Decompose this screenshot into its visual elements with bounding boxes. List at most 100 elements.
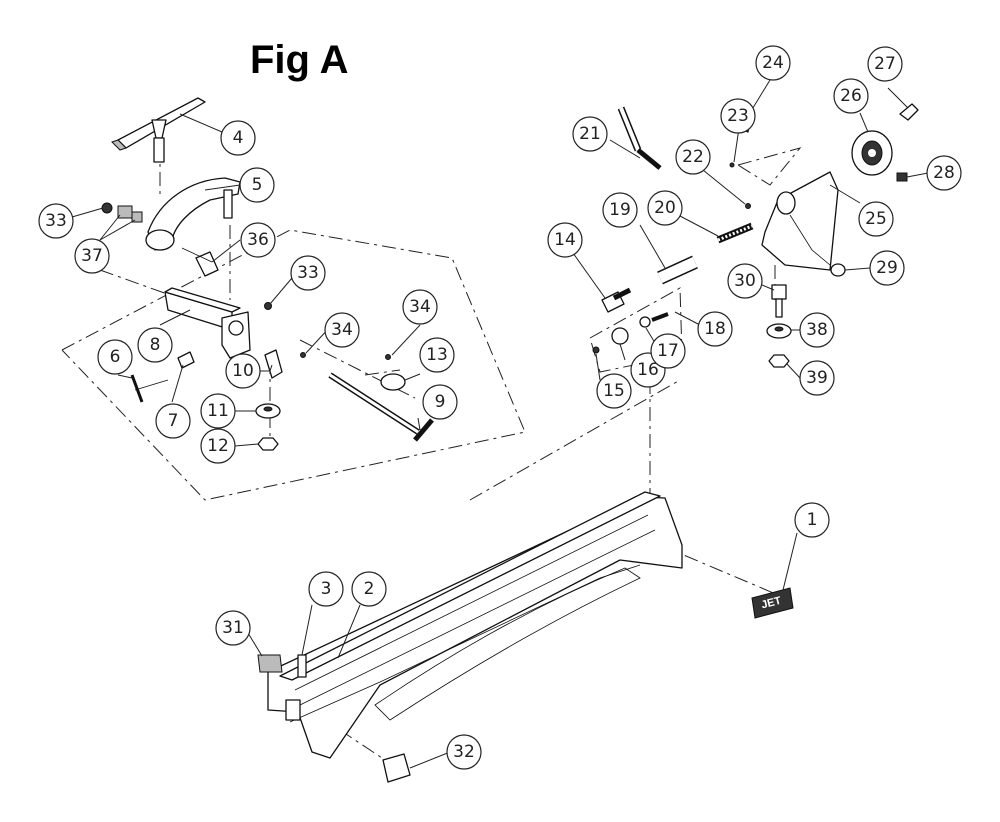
callout-23: 23 <box>720 98 756 134</box>
svg-text:31: 31 <box>222 618 244 638</box>
svg-text:12: 12 <box>207 436 229 456</box>
callout-bubbles: 1 2 3 4 5 6 7 8 9 10 11 12 13 14 15 16 1… <box>38 45 962 770</box>
svg-text:28: 28 <box>933 163 955 183</box>
svg-text:18: 18 <box>704 319 726 339</box>
svg-text:23: 23 <box>727 106 749 126</box>
callout-11: 11 <box>200 393 236 429</box>
part-29-ring <box>830 263 846 277</box>
callout-17: 17 <box>650 333 686 369</box>
jet-badge-text: JET <box>760 595 783 612</box>
part-23-ball <box>729 162 735 168</box>
part-14-live-center <box>601 287 632 313</box>
svg-text:37: 37 <box>81 246 103 266</box>
part-1-jet-badge: JET <box>751 587 794 619</box>
part-30-clamp-bolt <box>771 284 787 318</box>
svg-text:4: 4 <box>233 128 244 148</box>
svg-text:9: 9 <box>435 392 446 412</box>
callout-7: 7 <box>155 403 191 439</box>
svg-text:13: 13 <box>426 345 448 365</box>
svg-text:30: 30 <box>734 271 756 291</box>
svg-text:27: 27 <box>874 54 896 74</box>
svg-text:3: 3 <box>321 579 332 599</box>
callout-9: 9 <box>422 384 458 420</box>
part-15-point <box>592 346 600 354</box>
part-19-quill <box>657 255 698 285</box>
callout-6: 6 <box>97 339 133 375</box>
part-13-cam <box>380 373 406 391</box>
svg-text:22: 22 <box>682 147 704 167</box>
part-33-setscrew <box>264 302 272 310</box>
callout-22: 22 <box>675 139 711 175</box>
part-32-foot <box>382 753 411 783</box>
callout-29: 29 <box>869 250 905 286</box>
svg-text:24: 24 <box>762 53 784 73</box>
svg-text:38: 38 <box>806 320 828 340</box>
part-27-handle-screw <box>899 103 919 121</box>
callout-26: 26 <box>833 78 869 114</box>
part-11-washer <box>255 403 281 419</box>
callout-3: 3 <box>308 571 344 607</box>
svg-text:33: 33 <box>297 263 319 283</box>
svg-text:33: 33 <box>45 211 67 231</box>
callout-33-right: 33 <box>290 255 326 291</box>
figure-title: Fig A <box>250 38 349 82</box>
svg-text:2: 2 <box>364 579 375 599</box>
svg-text:1: 1 <box>807 510 818 530</box>
part-26-handwheel <box>851 130 893 176</box>
callout-14: 14 <box>547 222 583 258</box>
callout-36: 36 <box>240 222 276 258</box>
part-16-bearing <box>611 327 629 345</box>
svg-text:26: 26 <box>840 86 862 106</box>
callout-19: 19 <box>602 192 638 228</box>
callout-20: 20 <box>647 190 683 226</box>
callout-30: 30 <box>727 263 763 299</box>
svg-text:5: 5 <box>252 175 263 195</box>
lathe-bed <box>267 491 683 759</box>
svg-text:7: 7 <box>168 411 179 431</box>
callout-32: 32 <box>446 734 482 770</box>
part-12-nut <box>257 437 279 451</box>
part-6-lever <box>130 374 169 403</box>
callout-25: 25 <box>858 201 894 237</box>
callout-38: 38 <box>799 312 835 348</box>
svg-text:36: 36 <box>247 230 269 250</box>
svg-text:15: 15 <box>603 381 625 401</box>
svg-text:19: 19 <box>609 200 631 220</box>
svg-text:11: 11 <box>207 401 229 421</box>
callout-13: 13 <box>419 337 455 373</box>
svg-text:39: 39 <box>806 368 828 388</box>
callout-21: 21 <box>572 116 608 152</box>
svg-text:17: 17 <box>657 341 679 361</box>
svg-text:34: 34 <box>331 320 353 340</box>
svg-text:25: 25 <box>865 209 887 229</box>
part-34-ball-2 <box>385 354 391 360</box>
svg-text:32: 32 <box>453 742 475 762</box>
svg-text:6: 6 <box>110 347 121 367</box>
parts-33-37-fasteners <box>101 202 143 223</box>
part-17-bearing-small <box>639 316 651 328</box>
callout-2: 2 <box>351 571 387 607</box>
part-25-tailstock-body <box>761 171 839 271</box>
svg-text:21: 21 <box>579 124 601 144</box>
svg-text:10: 10 <box>232 361 254 381</box>
callout-31: 31 <box>215 610 251 646</box>
part-8-banjo-body <box>164 287 251 359</box>
callout-34-right: 34 <box>402 289 438 325</box>
callout-18: 18 <box>697 311 733 347</box>
svg-text:29: 29 <box>876 258 898 278</box>
part-28-setscrew <box>896 172 908 182</box>
callout-34-left: 34 <box>324 312 360 348</box>
callout-8: 8 <box>137 327 173 363</box>
part-7-pin <box>177 351 195 369</box>
part-36-handle <box>181 247 219 277</box>
part-22-screw <box>745 203 751 209</box>
part-5-banjo-arm <box>145 177 241 251</box>
svg-text:20: 20 <box>654 198 676 218</box>
callout-5: 5 <box>239 167 275 203</box>
callout-37: 37 <box>74 238 110 274</box>
callout-27: 27 <box>867 46 903 82</box>
part-31-plate <box>257 654 283 673</box>
svg-text:34: 34 <box>409 297 431 317</box>
callout-39: 39 <box>799 360 835 396</box>
